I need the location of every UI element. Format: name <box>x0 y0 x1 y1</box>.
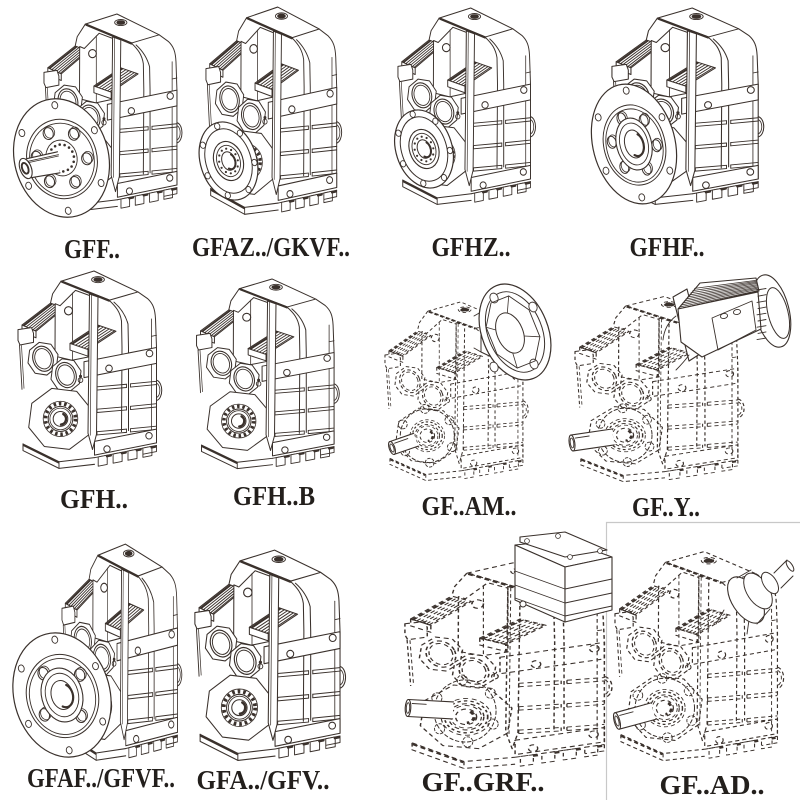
svg-text:GFHZ..: GFHZ.. <box>432 232 511 262</box>
svg-text:GF..AD..: GF..AD.. <box>660 770 765 800</box>
svg-text:GF..AM..: GF..AM.. <box>422 491 517 521</box>
svg-text:GFH..: GFH.. <box>60 484 128 514</box>
svg-text:GF..GRF..: GF..GRF.. <box>422 767 545 797</box>
svg-text:GFHF..: GFHF.. <box>630 232 705 262</box>
svg-text:GFAZ../GKVF..: GFAZ../GKVF.. <box>192 232 350 262</box>
svg-text:GFH..B: GFH..B <box>233 481 315 511</box>
svg-text:GFF..: GFF.. <box>64 234 120 264</box>
svg-text:GF..Y..: GF..Y.. <box>632 492 700 522</box>
svg-text:GFA../GFV..: GFA../GFV.. <box>197 765 330 795</box>
svg-text:GFAF../GFVF..: GFAF../GFVF.. <box>27 763 175 793</box>
